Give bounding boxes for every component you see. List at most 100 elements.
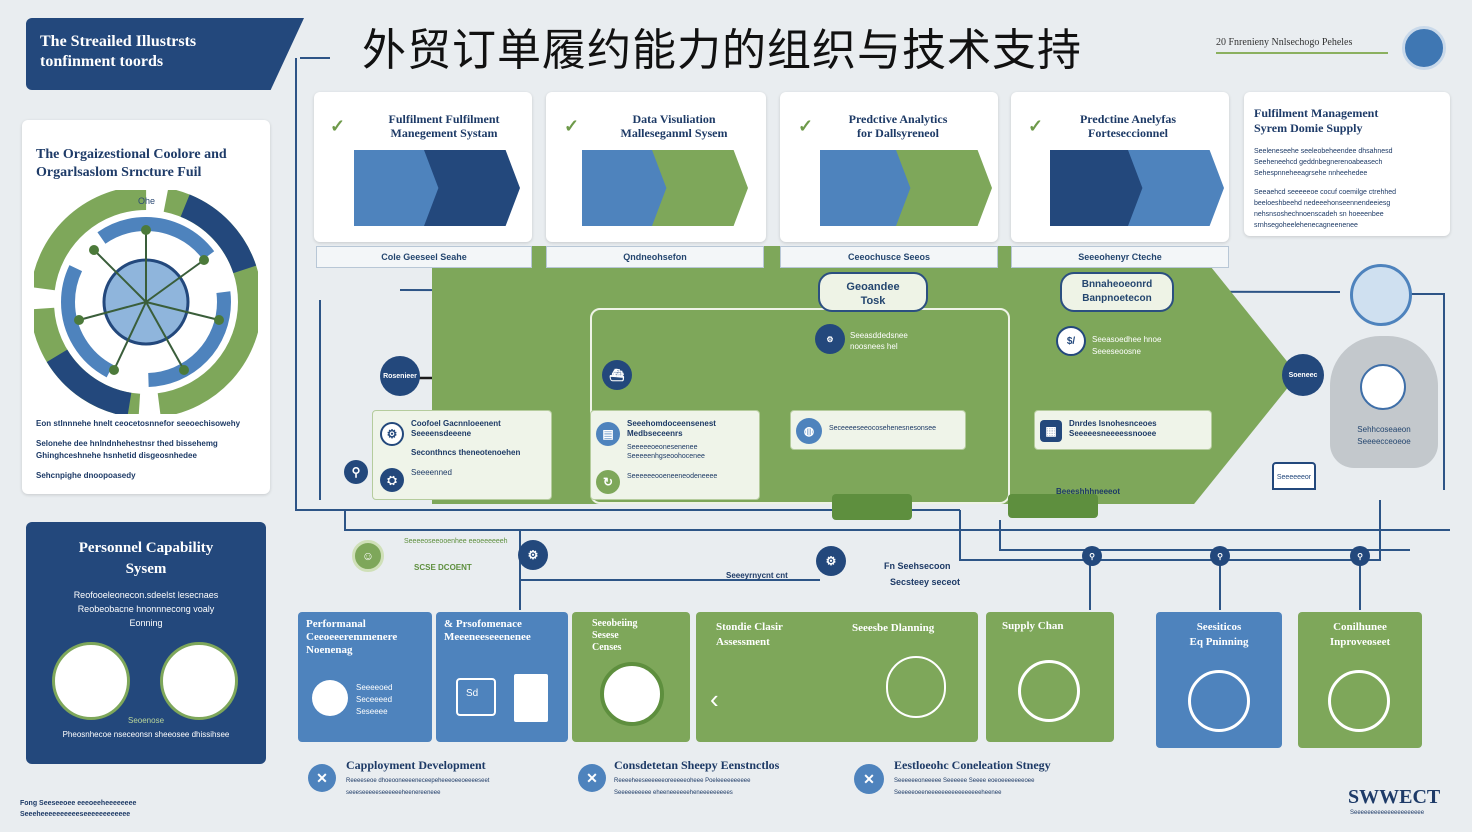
- system-graphic: [424, 150, 520, 226]
- footer-item-title: Consdetetan Sheepy Eenstnctlos: [614, 758, 780, 772]
- footer-item-desc: Seeeeeeoneeeee Seeeeee Seeee eoeoeeeeeee…: [894, 778, 1035, 796]
- flow-white-panel: [590, 308, 1010, 504]
- analytics-graphic: [896, 150, 992, 226]
- stage-tag: Qndneohsefon: [546, 246, 764, 268]
- bottom-card-title: Seesiticos Eq Pninning: [1189, 621, 1249, 648]
- check-icon: ✓: [798, 116, 814, 136]
- process-node[interactable]: Soeneec: [1282, 354, 1324, 396]
- bottom-card-title: Performanal Ceeoeeeremmenere Noenenag: [306, 618, 398, 656]
- bottom-card-title: Conilhunee Inproveoseet: [1329, 621, 1391, 648]
- personnel-foot-label: Seoenose: [127, 716, 165, 725]
- bottom-card[interactable]: Stondie Clasir Assessment Seeesbe Dlanni…: [696, 612, 978, 742]
- ring-label: Ohe: [138, 196, 156, 206]
- ship-icon[interactable]: ⛴: [602, 360, 632, 390]
- close-icon[interactable]: ✕: [854, 764, 884, 794]
- bottom-card[interactable]: Conilhunee Inproveoseet: [1298, 612, 1422, 748]
- bottom-card[interactable]: Supply Chan: [986, 612, 1114, 742]
- document-icon: [160, 642, 238, 720]
- flow-box: Seeehomdoceensenest Medbseceenrs Seeeeeo…: [590, 410, 760, 500]
- flow-box-sub: Seeeeeeooeneeneodeneeee: [627, 473, 718, 480]
- robot-head-icon: [1350, 264, 1412, 326]
- kiosk-icon: [1272, 462, 1316, 490]
- top-card-title: Predctive Analytics for Dallsyreneol: [848, 112, 948, 140]
- footer-item-title: Capployment Development: [346, 758, 486, 772]
- arrow-left-icon: ‹: [710, 684, 719, 714]
- team-icon: [52, 642, 130, 720]
- process-node-label: Soeneec: [1288, 371, 1318, 379]
- top-right-text: 20 Fnrenieny Nnlsechogo Peheles: [1216, 37, 1388, 54]
- bottom-card[interactable]: Performanal Ceeoeeeremmenere Noenenag Se…: [298, 612, 432, 742]
- flow-node-icon[interactable]: ⚙: [518, 540, 548, 570]
- flow-box-sub: Seeeenned: [411, 468, 452, 477]
- right-info-title: Fulfilment Management Syrem Domie Supply: [1254, 106, 1379, 135]
- truck-icon: [1008, 494, 1098, 518]
- flow-pill[interactable]: Bnnaheoeonrd Banpnoetecon: [1060, 272, 1174, 312]
- green-label: SCSE DCOENT: [414, 563, 472, 572]
- globe-hands-icon: [1188, 670, 1250, 732]
- right-info-p2: Seeaehcd seeeeeoe cocuf coemilge ctrehhe…: [1254, 189, 1397, 229]
- globe-icon: ◍: [796, 418, 822, 444]
- box-icon: ⚲: [344, 460, 368, 484]
- process-node[interactable]: Rosenieer: [380, 356, 420, 396]
- footer-left-text: Fong Seeseeoee eeeoeeheeeeeeee Seeeheeee…: [20, 800, 137, 818]
- box-icon: ▦: [1040, 420, 1062, 442]
- connector-node: ⚲: [1082, 546, 1102, 566]
- forecast-graphic: [1128, 150, 1224, 226]
- close-icon[interactable]: ✕: [578, 764, 606, 792]
- user-icon[interactable]: ☺: [352, 540, 384, 572]
- bottom-card-title: & Prsofomenace Meeeneeseeenenee: [444, 618, 531, 643]
- footer-item: Consdetetan Sheepy Eenstnctlos Reeeehees…: [614, 758, 844, 799]
- box-icon: ↻: [596, 470, 620, 494]
- top-card-title: Data Visuliation Malleseganml Sysem: [620, 112, 728, 140]
- box-icon: ⛭: [380, 468, 404, 492]
- logo: SWWECT: [1348, 786, 1441, 808]
- bottom-card[interactable]: & Prsofomenace Meeeneeseeenenee Sd: [436, 612, 568, 742]
- flow-box-title: Seeehomdoceensenest Medbseceenrs: [627, 419, 716, 438]
- flow-box: Dnrdes Isnohesnceoes Seeeeesneeeessnooee: [1034, 410, 1212, 450]
- flow-node-icon[interactable]: ⚙: [816, 546, 846, 576]
- org-note: Eon stlnnnehe hnelt ceocetosnnefor seeoe…: [36, 419, 241, 428]
- system-graphic: [354, 150, 440, 226]
- org-panel: The Orgaizestional Coolore and Orgarlsas…: [22, 120, 270, 494]
- check-icon: ✓: [1028, 116, 1044, 136]
- box-icon: ⚙: [380, 422, 404, 446]
- green-label: Seeeeoseeooenhee eeoeeeeeeh: [404, 538, 508, 545]
- bottom-card-title: Seeesbe Dlanning: [852, 622, 935, 634]
- footer-item: Capployment Development Reeeeseoe dhoeoo…: [346, 758, 566, 799]
- right-info-card: Fulfilment Management Syrem Domie Supply…: [1244, 92, 1450, 236]
- truck-label: Beeeshhhneeeot: [1056, 487, 1121, 496]
- corner-title: The Streailed Illustrsts tonfinment toor…: [40, 33, 197, 70]
- process-node-label: Rosenieer: [383, 372, 417, 380]
- flow-node-icon[interactable]: $/: [1056, 326, 1086, 356]
- flow-pill[interactable]: Geoandee Tosk: [818, 272, 928, 312]
- stage-tag: Seeeohenyr Cteche: [1011, 246, 1229, 268]
- personnel-title: Personnel Capability Sysem: [78, 540, 214, 577]
- check-icon: ✓: [330, 116, 346, 136]
- footer-item-desc: Reeeeheeseeeeeeoreeeeeoheee Poeleeeeeeee…: [614, 778, 751, 796]
- user-icon: [312, 680, 348, 716]
- bottom-card[interactable]: Seeobeiing Sesese Censes: [572, 612, 690, 742]
- bottom-card-title: Stondie Clasir Assessment: [716, 621, 783, 648]
- corner-banner: The Streailed Illustrsts tonfinment toor…: [26, 18, 304, 90]
- top-card-title: Fulfilment Fulfilment Manegement Systam: [388, 112, 500, 140]
- flow-node-icon[interactable]: ⚙: [815, 324, 845, 354]
- flow-note: Seeasoedhee hnoe Seeeseoosne: [1092, 335, 1162, 356]
- forecast-graphic: [1050, 150, 1146, 226]
- personnel-foot-desc: Pheosnhecoe nseceonsn sheeosee dhissihse…: [62, 730, 230, 739]
- flow-note: Seeasddedsnee noosnees hel: [850, 331, 908, 351]
- connector-node: ⚲: [1210, 546, 1230, 566]
- right-info-p1: Seeleneseehe seeleobeheendee dhsahnesd S…: [1254, 148, 1393, 177]
- robot-label: Sehhcoseaeon Seeeecceoeoe: [1357, 425, 1411, 446]
- stage-tag: Cole Geeseel Seahe: [316, 246, 532, 268]
- personnel-panel: Personnel Capability Sysem Reofooeleonec…: [26, 522, 266, 764]
- monitor-icon: [456, 678, 496, 716]
- flow-box-title: Seceeeeseeocosehenesnesonsee: [829, 425, 937, 432]
- close-icon[interactable]: ✕: [308, 764, 336, 792]
- org-notes: Eon stlnnnehe hnelt ceocetosnnefor seeoe…: [36, 418, 260, 482]
- document-icon: [514, 674, 548, 722]
- box-icon: ▤: [596, 422, 620, 446]
- page-title: 外贸订单履约能力的组织与技术支持: [362, 25, 1082, 76]
- bottom-card[interactable]: Seesiticos Eq Pninning: [1156, 612, 1282, 748]
- flow-box-title: Dnrdes Isnohesnceoes Seeeeesneeeessnooee: [1069, 419, 1157, 438]
- org-note: Selonehe dee hnlndnhehestnsr thed bisseh…: [36, 439, 218, 448]
